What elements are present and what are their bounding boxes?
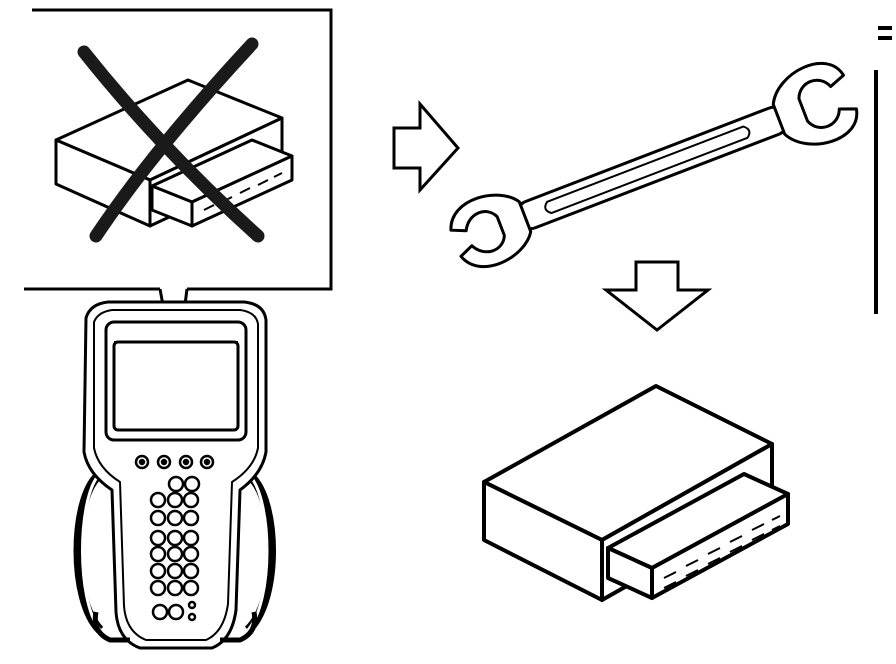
arrow-down-icon bbox=[601, 260, 713, 332]
wrench-icon bbox=[449, 61, 859, 269]
arrow-right-icon bbox=[392, 99, 461, 194]
scan-tool-screen bbox=[112, 340, 240, 432]
scan-tool-icon bbox=[73, 300, 276, 650]
cross-out-icon bbox=[77, 37, 265, 243]
scan-tool-function-buttons bbox=[134, 454, 215, 470]
scan-tool-keypad bbox=[149, 475, 201, 622]
adjacent-panel-edge bbox=[874, 26, 892, 314]
control-module-icon bbox=[482, 384, 790, 602]
callout-panel bbox=[24, 8, 333, 377]
callout-frame bbox=[24, 8, 333, 291]
